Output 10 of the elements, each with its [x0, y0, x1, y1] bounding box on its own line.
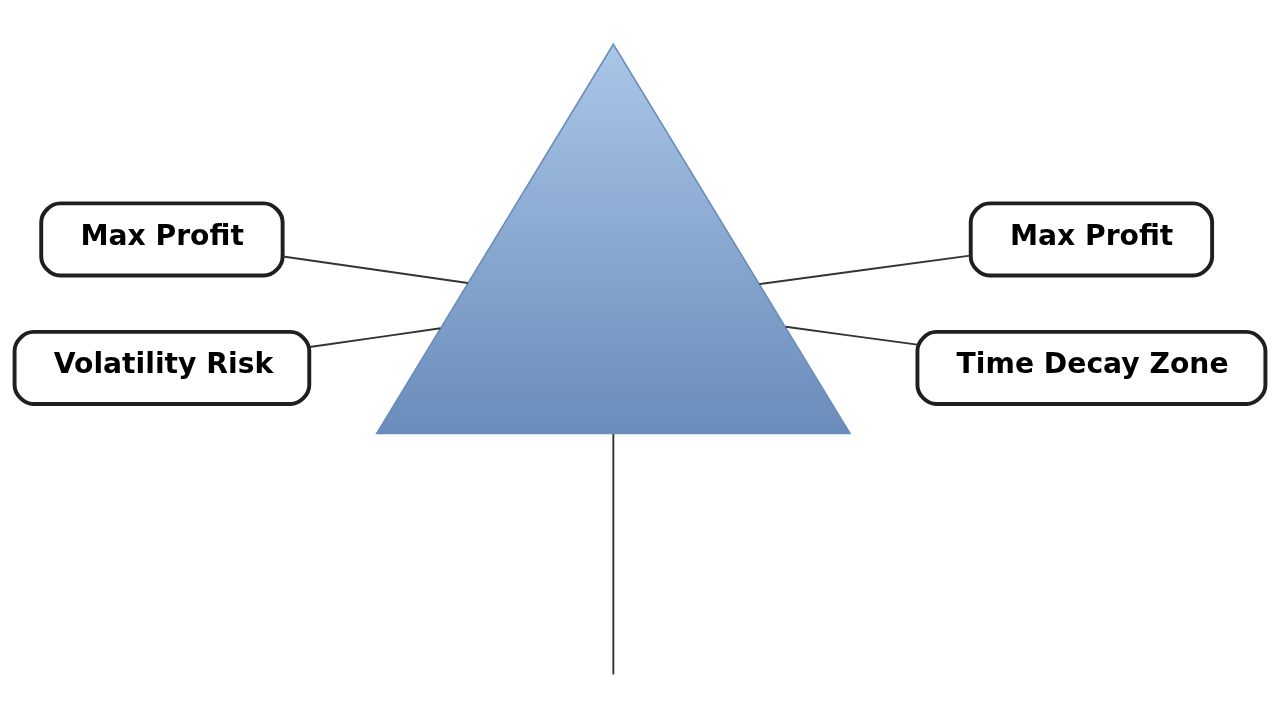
connector	[612, 433, 615, 676]
node-box: Max Profit	[968, 201, 1215, 278]
node-box: Volatility Risk	[12, 329, 312, 406]
connector	[308, 327, 442, 348]
connector	[282, 255, 469, 284]
node-box: Time Decay Zone	[915, 329, 1268, 406]
connector	[784, 325, 919, 346]
node-box: Max Profit	[39, 201, 285, 278]
connector	[758, 254, 971, 286]
node-triangle	[375, 42, 852, 435]
